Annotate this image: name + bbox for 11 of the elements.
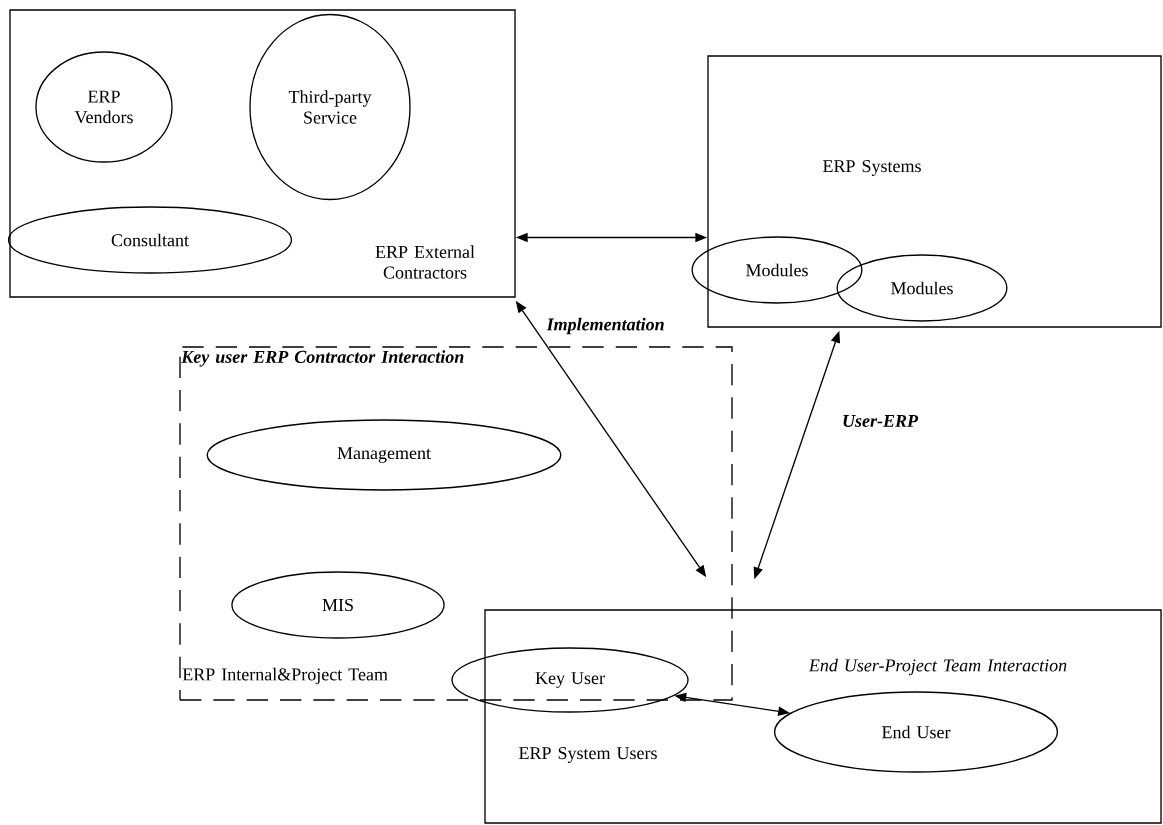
edge-label: User-ERP [840,413,920,429]
ellipse-node: Management [206,419,562,491]
ellipse-node: Modules [836,254,1008,322]
ellipse-node: End User [773,691,1059,773]
ellipse-node: MIS [231,571,445,639]
ellipse-node: ERP Vendors [35,51,173,163]
edge-label: Implementation [545,316,666,336]
ellipse-node: Key User [451,647,689,713]
ellipse-node: Modules [691,236,863,304]
ellipse-node: Third-party Service [249,13,411,201]
ellipse-node: Consultant [7,206,293,274]
